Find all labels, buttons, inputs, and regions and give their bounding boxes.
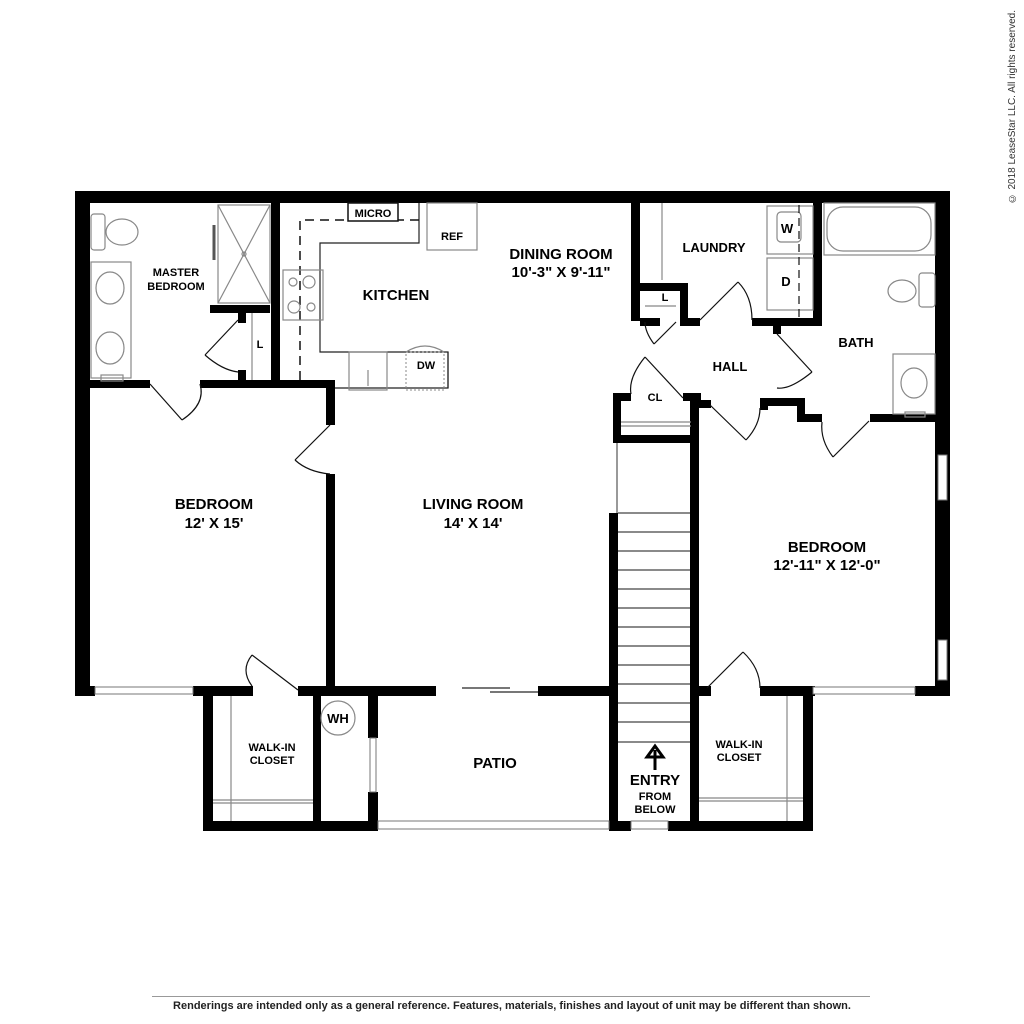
ref-label: REF xyxy=(441,231,463,243)
entry-below-label: BELOW xyxy=(635,804,677,816)
walkin-right-label-2: CLOSET xyxy=(717,752,762,764)
disclaimer-text: Renderings are intended only as a genera… xyxy=(173,1000,851,1012)
copyright-text: © 2018 LeaseStar LLC. All rights reserve… xyxy=(1007,10,1018,204)
fixture-labels: MICRO REF DW W D WH L L CL xyxy=(257,208,794,726)
hall-label: HALL xyxy=(713,359,748,374)
linen-master-label: L xyxy=(257,339,264,351)
patio-label: PATIO xyxy=(473,755,517,772)
bedroom-right-label: BEDROOM xyxy=(788,539,866,556)
dryer-label: D xyxy=(781,274,790,289)
dining-room-dims: 10'-3" X 9'-11" xyxy=(512,264,611,281)
closet-cl-label: CL xyxy=(648,392,663,404)
living-room-label: LIVING ROOM xyxy=(423,496,524,513)
micro-label: MICRO xyxy=(355,208,392,220)
doors[interactable] xyxy=(149,281,870,691)
walkin-left-label-1: WALK-IN xyxy=(248,742,295,754)
bedroom-right-dims: 12'-11" X 12'-0" xyxy=(773,557,880,574)
living-room-dims: 14' X 14' xyxy=(444,515,503,532)
walls xyxy=(75,191,950,831)
kitchen-label: KITCHEN xyxy=(363,287,430,304)
master-label-2: BEDROOM xyxy=(147,281,204,293)
bedroom-left-label: BEDROOM xyxy=(175,496,253,513)
fixtures xyxy=(90,202,936,821)
water-heater-label: WH xyxy=(327,711,349,726)
bedroom-left-dims: 12' X 15' xyxy=(185,515,244,532)
washer-label: W xyxy=(781,221,794,236)
stair-treads xyxy=(618,512,690,743)
master-label-1: MASTER xyxy=(153,267,200,279)
room-labels: MASTER BEDROOM KITCHEN DINING ROOM 10'-3… xyxy=(147,240,880,816)
walkin-left-label-2: CLOSET xyxy=(250,755,295,767)
entry-label: ENTRY xyxy=(630,772,680,789)
windows xyxy=(94,454,948,830)
dw-label: DW xyxy=(417,360,436,372)
bath-label: BATH xyxy=(838,335,873,350)
disclaimer-divider xyxy=(152,996,870,997)
laundry-label: LAUNDRY xyxy=(682,240,745,255)
linen-laundry-label: L xyxy=(662,292,669,304)
entry-from-label: FROM xyxy=(639,791,671,803)
walkin-right-label-1: WALK-IN xyxy=(715,739,762,751)
dining-room-label: DINING ROOM xyxy=(509,246,612,263)
